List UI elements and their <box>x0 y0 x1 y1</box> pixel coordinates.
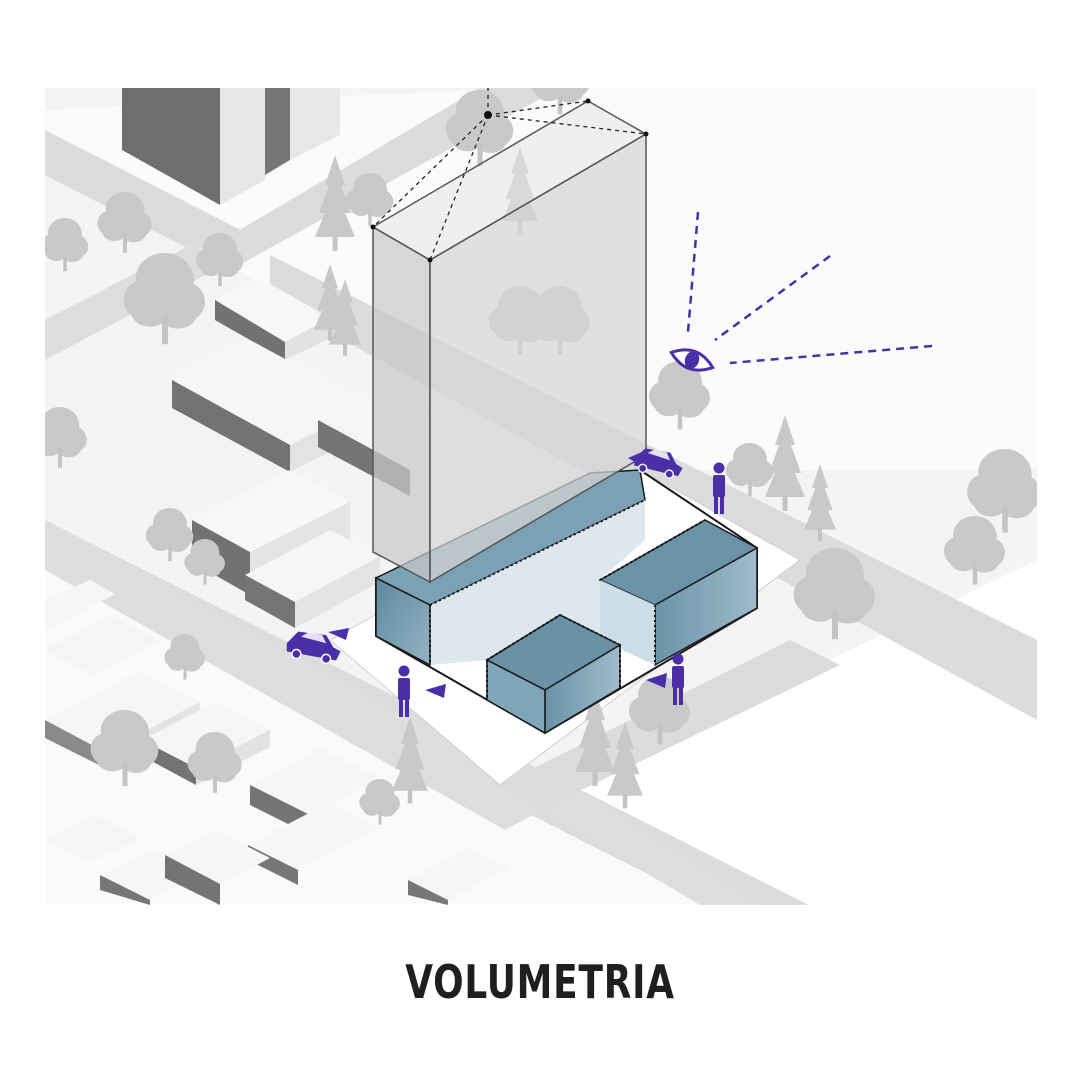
direction-arrow-icon <box>328 452 667 698</box>
eye-icon <box>669 348 715 372</box>
context-building <box>245 530 380 628</box>
street <box>540 790 760 905</box>
street <box>45 520 809 905</box>
street <box>45 520 560 830</box>
street <box>45 130 270 265</box>
podium-volume <box>374 468 759 735</box>
tower-volume <box>370 88 649 584</box>
view-rays <box>686 211 933 365</box>
diagram-caption: VOLUMETRIA <box>405 955 675 1009</box>
context-building <box>122 88 340 205</box>
city-block <box>45 520 720 905</box>
